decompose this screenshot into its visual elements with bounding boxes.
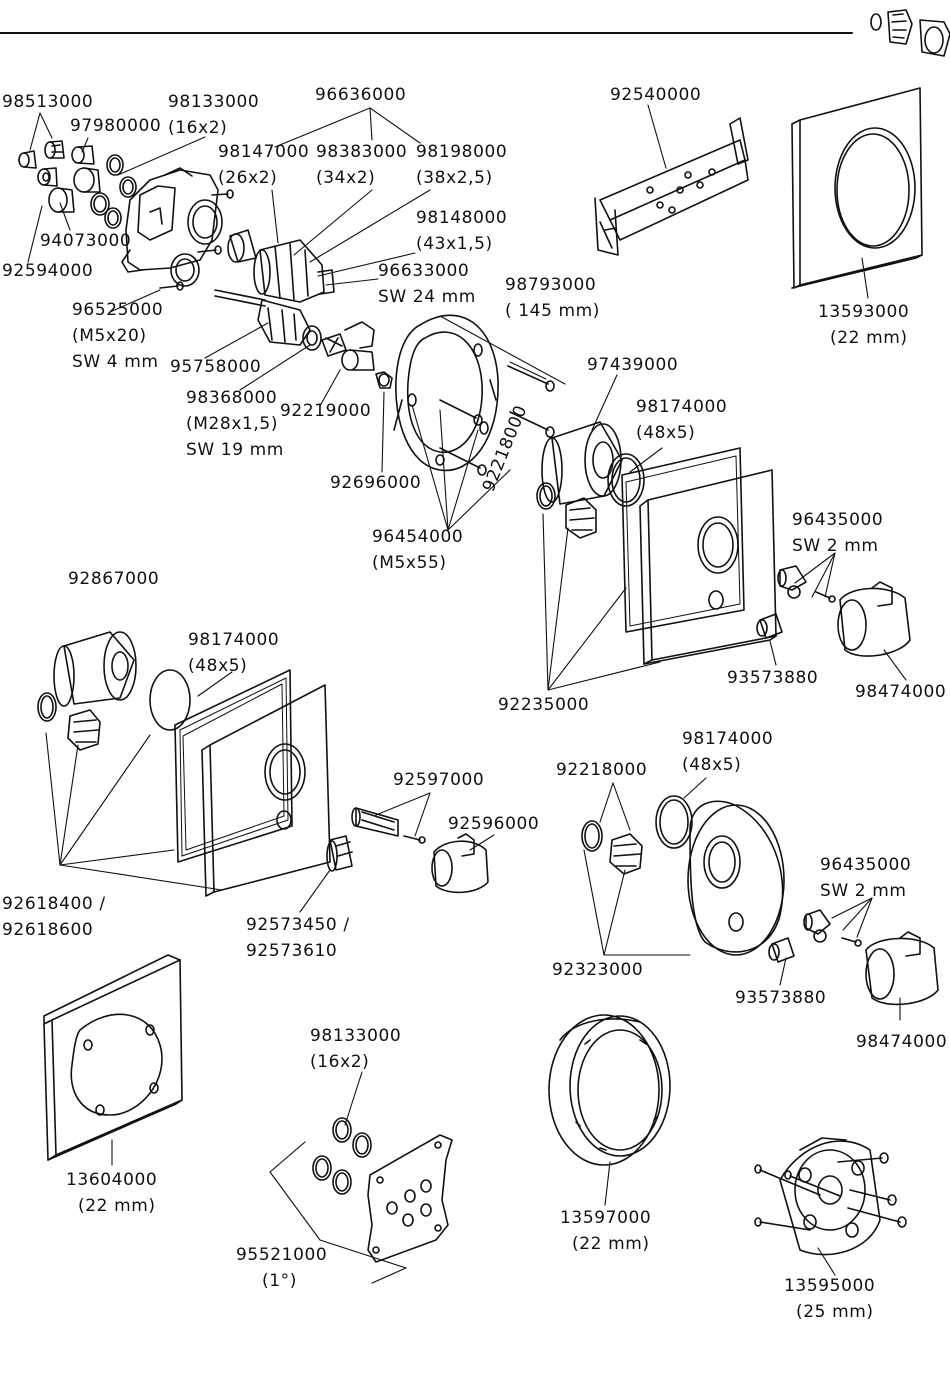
label-98383000: 98383000(34x2) — [316, 142, 408, 188]
plaster-guard-ring — [393, 314, 499, 472]
square-plaster-frame-13604000 — [43, 954, 183, 1161]
label-92235000: 92235000 — [498, 695, 590, 715]
square-trim-plate-top — [621, 447, 777, 665]
square-plaster-frame-13593000 — [791, 87, 923, 289]
label-98148000: 98148000(43x1,5) — [416, 208, 508, 254]
label-92573450-92573610: 92573450 /92573610 — [246, 915, 350, 961]
round-trim-variant-assembly — [581, 795, 939, 1006]
label-92540000: 92540000 — [610, 85, 702, 105]
label-98133000-bottom: 98133000(16x2) — [310, 1026, 402, 1072]
handle-knob-top — [756, 565, 911, 657]
label-98174000-top: 98174000(48x5) — [636, 397, 728, 443]
label-95758000: 95758000 — [170, 357, 262, 377]
label-98147000: 98147000(26x2) — [218, 142, 310, 188]
square-trim-variant-assembly — [37, 631, 489, 897]
label-96636000: 96636000 — [315, 85, 407, 105]
mounting-base-13595000 — [754, 1137, 907, 1256]
header-thumbnail-icon — [870, 9, 950, 57]
long-screws — [439, 361, 555, 476]
label-96525000: 96525000(M5x20)SW 4 mm — [72, 300, 164, 372]
label-93573880-mid: 93573880 — [735, 988, 827, 1008]
label-92594000: 92594000 — [2, 261, 94, 281]
valve-body-assembly — [18, 140, 393, 389]
label-13597000: 13597000(22 mm) — [560, 1208, 652, 1254]
label-97980000: 97980000 — [70, 116, 162, 136]
label-13604000: 13604000(22 mm) — [66, 1170, 158, 1216]
label-98174000-mid: 98174000(48x5) — [188, 630, 280, 676]
label-92597000: 92597000 — [393, 770, 485, 790]
label-92323000: 92323000 — [552, 960, 644, 980]
label-96454000: 96454000(M5x55) — [372, 527, 464, 573]
label-92219000: 92219000 — [280, 401, 372, 421]
label-98793000: 98793000( 145 mm) — [505, 275, 601, 321]
leader-lines — [27, 104, 907, 1284]
label-92618400-92618600: 92618400 /92618600 — [2, 894, 106, 940]
label-98474000-top: 98474000 — [855, 682, 947, 702]
round-plaster-frame-13597000 — [548, 1014, 671, 1166]
label-98368000: 98368000(M28x1,5)SW 19 mm — [186, 388, 284, 460]
label-92696000: 92696000 — [330, 473, 422, 493]
label-94073000: 94073000 — [40, 231, 132, 251]
label-13595000: 13595000(25 mm) — [784, 1276, 876, 1322]
label-98513000: 98513000 — [2, 92, 94, 112]
label-92218000: 92218000 — [556, 760, 648, 780]
thermostat-cartridge-97439000 — [536, 421, 645, 539]
label-98198000: 98198000(38x2,5) — [416, 142, 508, 188]
label-13593000: 13593000(22 mm) — [818, 302, 910, 348]
label-93573880-top: 93573880 — [727, 668, 819, 688]
label-98133000-top: 98133000(16x2) — [168, 92, 260, 138]
label-97439000: 97439000 — [587, 355, 679, 375]
label-98474000-mid: 98474000 — [856, 1032, 948, 1052]
mounting-plate-95521000 — [312, 1117, 453, 1263]
label-92867000: 92867000 — [68, 569, 160, 589]
label-98174000-right: 98174000(48x5) — [682, 729, 774, 775]
label-92596000: 92596000 — [448, 814, 540, 834]
label-95521000: 95521000(1°) — [236, 1245, 328, 1291]
mounting-bracket-92540000 — [594, 117, 749, 256]
